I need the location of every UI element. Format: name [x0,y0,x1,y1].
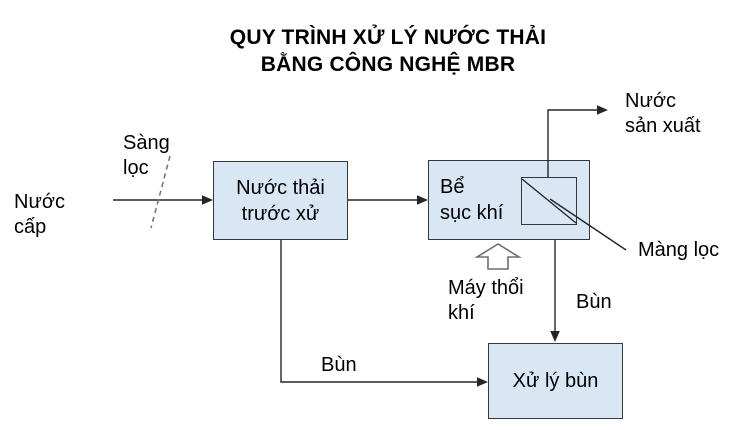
diagram-title: QUY TRÌNH XỬ LÝ NƯỚC THẢI BẰNG CÔNG NGHỆ… [168,24,608,78]
sludge-treatment-box: Xử lý bùn [488,343,623,419]
feed-arrow-head [202,195,213,205]
aeration-sludge-head [550,331,560,342]
feed-water-label: Nước cấp [14,191,65,238]
permeate-arrow-head [597,105,608,115]
screening-label: Sàng lọc [123,132,170,179]
pretreatment-box: Nước thải trước xử [213,161,348,240]
membrane-label: Màng lọc [638,239,720,261]
diagram-title-line1: QUY TRÌNH XỬ LÝ NƯỚC THẢI [229,26,547,49]
pretreat-to-aeration-head [417,195,428,205]
sludge-label-right: Bùn [576,291,612,313]
sludge-label-bottom: Bùn [321,354,357,376]
air-blower-up-arrow [474,243,522,270]
air-blower-label: Máy thổi khí [448,277,524,324]
diagram-title-line2: BẰNG CÔNG NGHỆ MBR [260,53,516,76]
product-water-label: Nước sản xuất [625,90,701,137]
pretreat-sludge-head [477,377,488,387]
membrane-module-box [521,177,577,225]
